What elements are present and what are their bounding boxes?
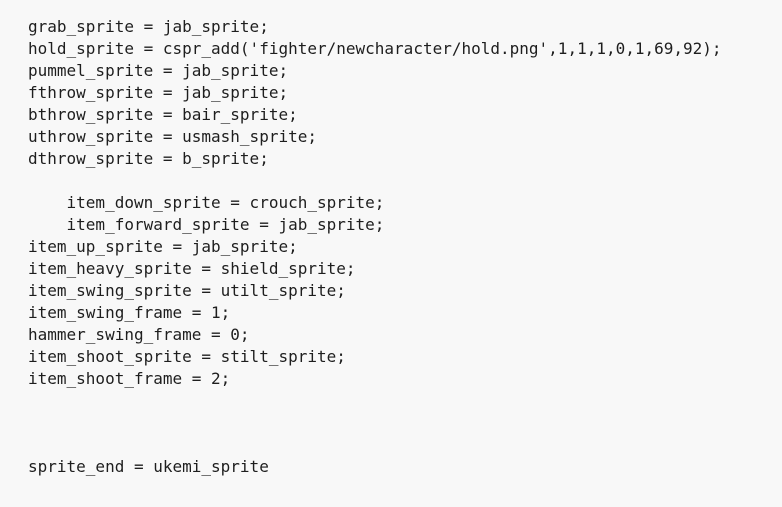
code-line: hold_sprite = cspr_add('fighter/newchara… — [28, 39, 722, 58]
code-line-blank — [28, 390, 772, 412]
code-line: hammer_swing_frame = 0; — [28, 325, 250, 344]
code-line: fthrow_sprite = jab_sprite; — [28, 83, 289, 102]
code-line: pummel_sprite = jab_sprite; — [28, 61, 289, 80]
code-line-blank — [28, 170, 772, 192]
code-line: sprite_end = ukemi_sprite — [28, 457, 269, 476]
code-line: item_heavy_sprite = shield_sprite; — [28, 259, 356, 278]
code-line: bthrow_sprite = bair_sprite; — [28, 105, 298, 124]
code-line: item_swing_sprite = utilt_sprite; — [28, 281, 346, 300]
code-line: item_shoot_sprite = stilt_sprite; — [28, 347, 346, 366]
code-line: dthrow_sprite = b_sprite; — [28, 149, 269, 168]
code-line: item_forward_sprite = jab_sprite; — [28, 215, 385, 234]
code-line: uthrow_sprite = usmash_sprite; — [28, 127, 317, 146]
code-line-blank — [28, 412, 772, 434]
code-line: item_down_sprite = crouch_sprite; — [28, 193, 385, 212]
code-line: grab_sprite = jab_sprite; — [28, 17, 269, 36]
code-line: item_swing_frame = 1; — [28, 303, 231, 322]
code-line: item_shoot_frame = 2; — [28, 369, 231, 388]
code-line: item_up_sprite = jab_sprite; — [28, 237, 298, 256]
code-line-blank — [28, 434, 772, 456]
